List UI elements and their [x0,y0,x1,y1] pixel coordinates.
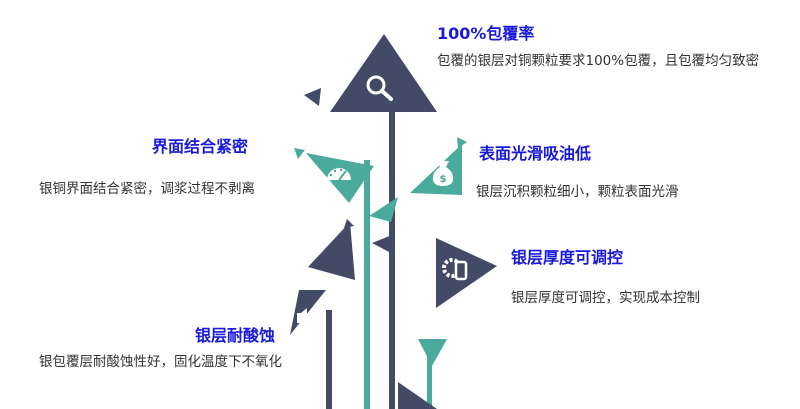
feature-desc-bonding: 银铜界面结合紧密，调浆过程不剥离 [39,181,255,197]
gear-phone-icon [442,258,468,281]
deco-triangle-2 [294,148,305,159]
deco-triangle-1 [304,88,321,106]
arrowhead-top [330,34,437,112]
deco-triangle-3 [457,137,467,148]
svg-text:$: $ [440,174,447,185]
deco-triangle-7 [308,222,355,280]
stem-navy-left [326,310,332,409]
stem-teal-left [364,160,370,409]
search-icon [366,75,393,101]
feature-title-thickness: 银层厚度可调控 [511,248,624,267]
speedometer-icon [327,168,351,181]
feature-desc-thickness: 银层厚度可调控，实现成本控制 [511,290,700,306]
feature-desc-acid-resistance: 银包覆层耐酸蚀性好，固化温度下不氧化 [39,354,282,370]
speaker-icon [297,308,317,328]
deco-triangle-9 [398,382,437,409]
money-bag-icon: $ [432,161,454,186]
feature-title-coverage: 100%包覆率 [437,24,535,43]
stem-teal-right [427,352,432,409]
feature-title-smooth-surface: 表面光滑吸油低 [479,144,592,163]
feature-title-bonding: 界面结合紧密 [152,137,249,156]
arrowhead-bottom-left [290,290,326,335]
deco-triangle-5 [372,235,392,252]
feature-desc-smooth-surface: 银层沉积颗粒细小，颗粒表面光滑 [476,184,679,200]
arrowhead-teal-right [410,144,462,195]
deco-triangle-8 [418,339,447,366]
feature-desc-coverage: 包覆的银层对铜颗粒要求100%包覆，且包覆均匀致密 [437,53,760,69]
feature-title-acid-resistance: 银层耐酸蚀 [195,326,276,345]
deco-triangle-4 [369,197,398,222]
stem-navy-main [389,112,395,409]
